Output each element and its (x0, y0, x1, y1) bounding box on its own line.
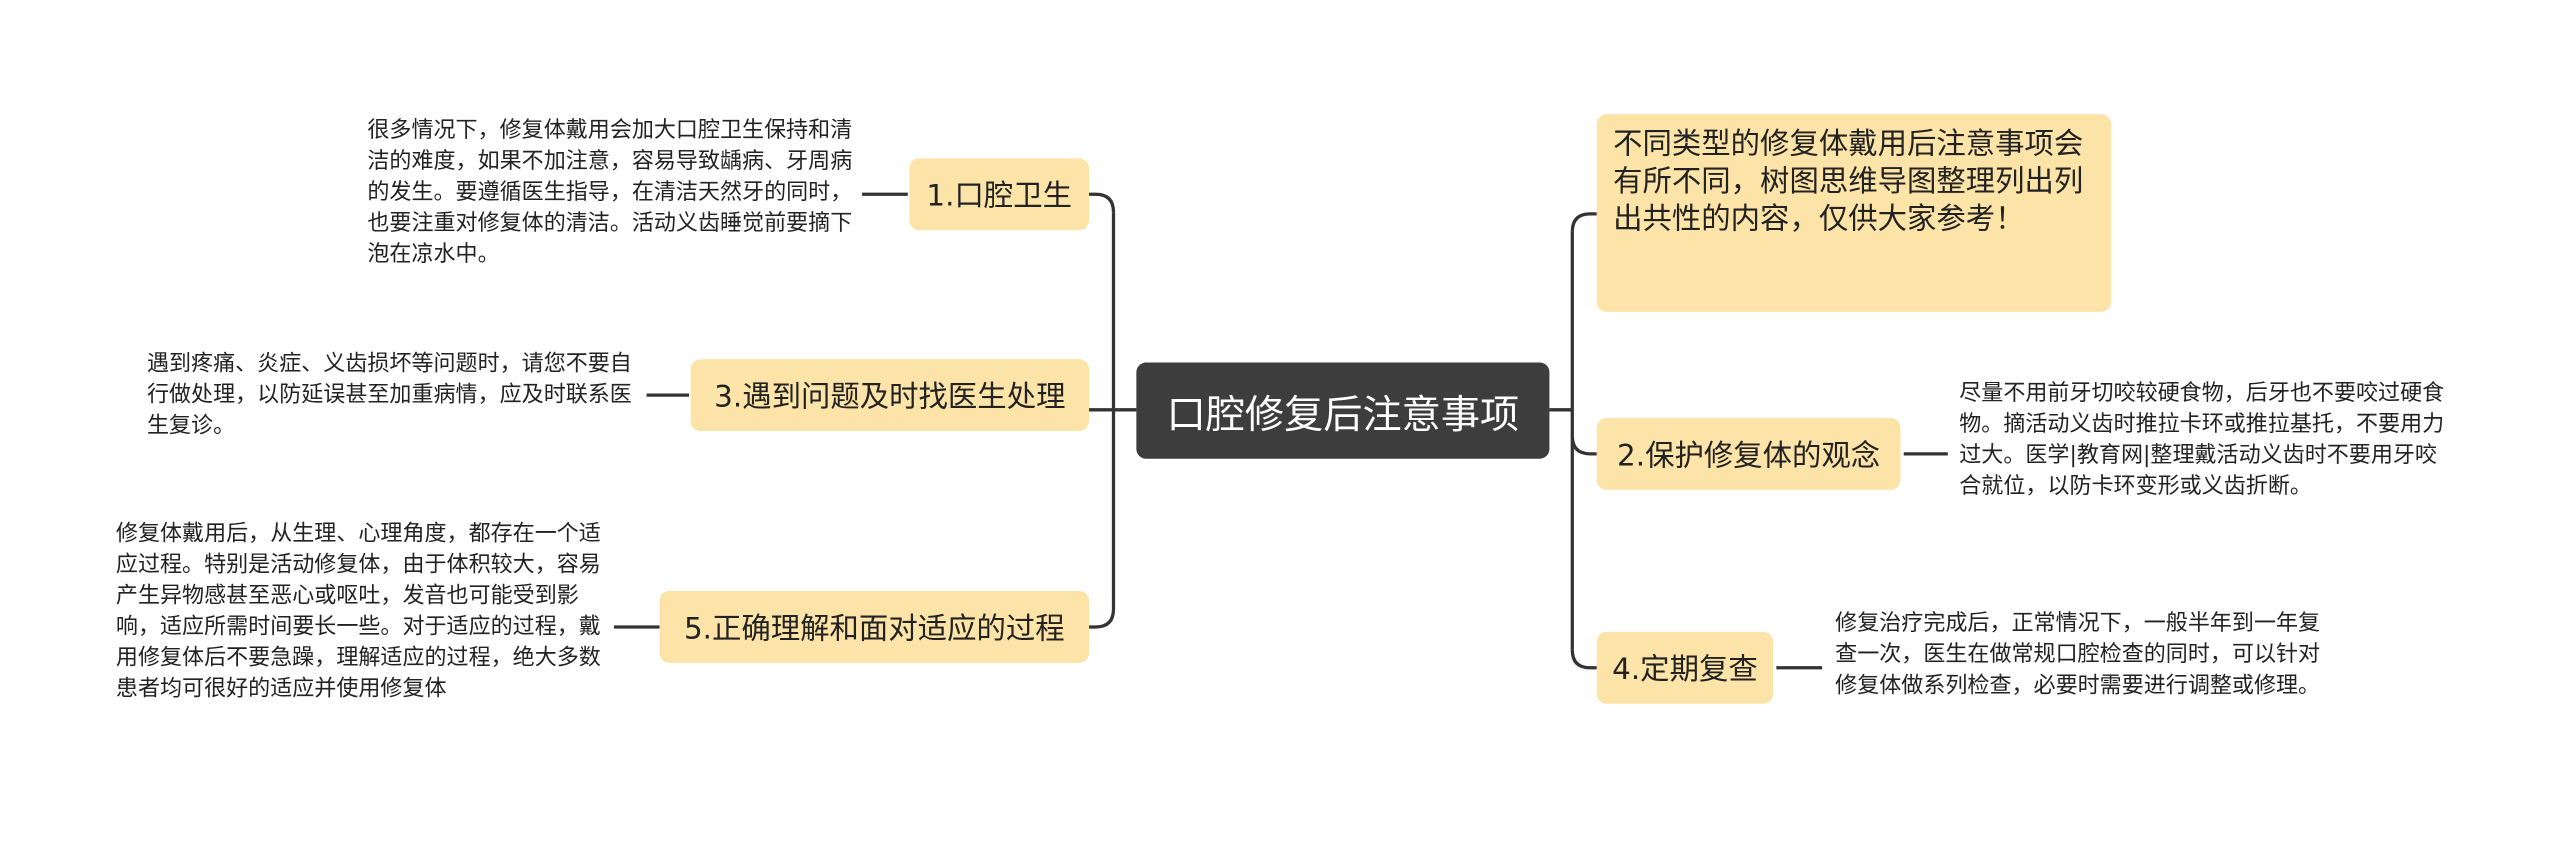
connector-to-branch-5 (1089, 608, 1116, 629)
central-topic[interactable]: 口腔修复后注意事项 (1136, 362, 1550, 459)
connector-to-branch-1 (1089, 192, 1116, 213)
intro-note[interactable]: 不同类型的修复体戴用后注意事项会有所不同，树图思维导图整理列出列出共性的内容，仅… (1596, 114, 2112, 312)
branch-see-doctor[interactable]: 3.遇到问题及时找医生处理 (690, 359, 1090, 432)
connector-to-intro (1570, 212, 1597, 232)
connector-to-branch-2 (1570, 435, 1597, 456)
connector-to-branch-4 (1570, 649, 1597, 670)
leaf-adaptation-detail: 修复体戴用后，从生理、心理角度，都存在一个适应过程。特别是活动修复体，由于体积较… (115, 520, 601, 703)
branch-protect-prosthesis[interactable]: 2.保护修复体的观念 (1596, 417, 1901, 490)
leaf-regular-checkup-detail: 修复治疗完成后，正常情况下，一般半年到一年复查一次，医生在做常规口腔检查的同时，… (1835, 610, 2321, 699)
branch-oral-hygiene[interactable]: 1.口腔卫生 (909, 158, 1090, 231)
branch-adaptation[interactable]: 5.正确理解和面对适应的过程 (659, 591, 1090, 663)
branch-regular-checkup[interactable]: 4.定期复查 (1596, 631, 1774, 704)
leaf-oral-hygiene-detail: 很多情况下，修复体戴用会加大口腔卫生保持和清洁的难度，如果不加注意，容易导致龋病… (367, 117, 853, 268)
leaf-see-doctor-detail: 遇到疼痛、炎症、义齿损坏等问题时，请您不要自行做处理，以防延误甚至加重病情，应及… (146, 351, 632, 440)
leaf-protect-prosthesis-detail: 尽量不用前牙切咬较硬食物，后牙也不要咬过硬食物。摘活动义齿时推拉卡环或推拉基托，… (1959, 380, 2445, 500)
